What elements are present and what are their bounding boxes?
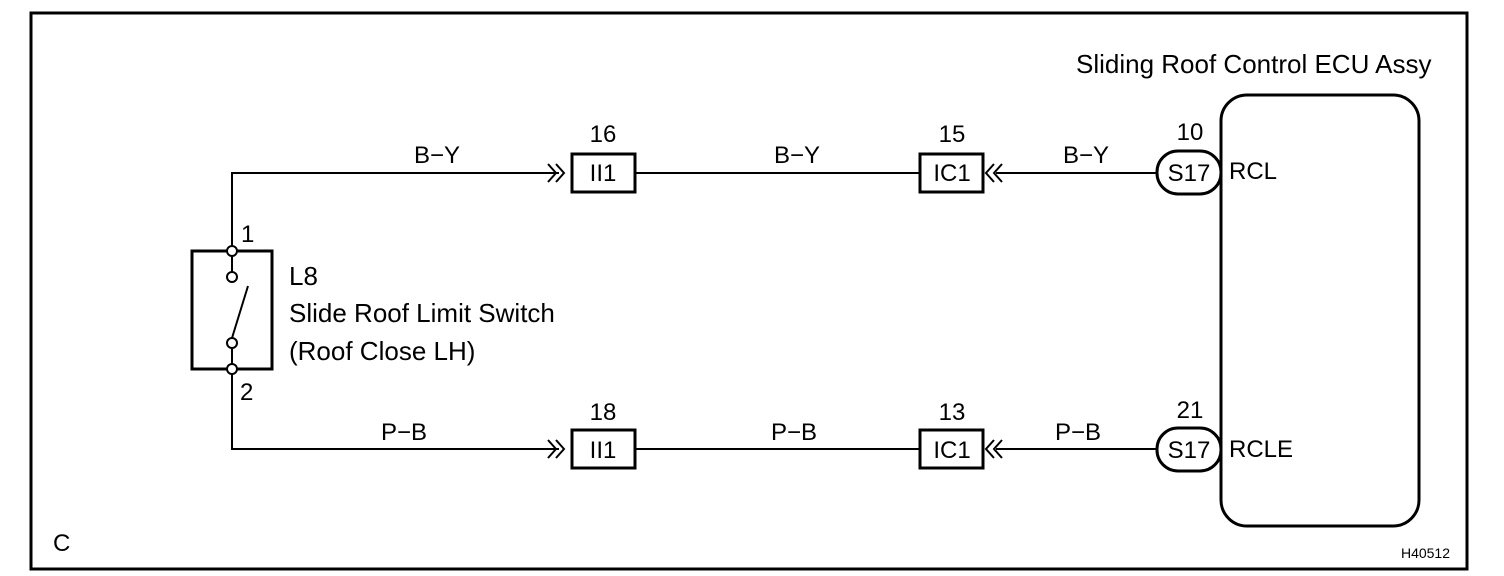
corner-label: C bbox=[53, 530, 70, 557]
switch-name: Slide Roof Limit Switch bbox=[289, 298, 555, 328]
figure-id: H40512 bbox=[1401, 545, 1450, 561]
switch-code: L8 bbox=[289, 261, 318, 291]
top-conn2-arrow-icon bbox=[984, 163, 1003, 183]
switch-pin2-terminal bbox=[226, 363, 238, 375]
bottom-wire-right-label: P−B bbox=[1055, 419, 1101, 446]
top-ecu-conn-name: S17 bbox=[1168, 160, 1211, 187]
ecu-title: Sliding Roof Control ECU Assy bbox=[1076, 49, 1431, 79]
switch-sub: (Roof Close LH) bbox=[289, 336, 475, 366]
switch-contact-icon bbox=[226, 256, 249, 365]
bottom-ecu-pin: 21 bbox=[1177, 397, 1204, 424]
bottom-wire-left-label: P−B bbox=[381, 419, 427, 446]
bottom-conn1-box bbox=[570, 428, 637, 470]
top-conn1-arrow-icon bbox=[547, 163, 566, 183]
top-ecu-connector bbox=[1155, 149, 1223, 196]
wire-top-left bbox=[231, 172, 559, 248]
top-ecu-terminal: RCL bbox=[1229, 158, 1277, 185]
diagram-frame bbox=[29, 11, 1469, 571]
bottom-conn2-box bbox=[918, 428, 985, 470]
bottom-wire-mid-label: P−B bbox=[771, 419, 817, 446]
bottom-ecu-connector bbox=[1155, 426, 1223, 473]
top-conn2-box bbox=[918, 152, 985, 194]
bottom-conn2-pin: 13 bbox=[939, 399, 966, 426]
ecu-box bbox=[1219, 93, 1421, 528]
top-conn1-pin: 16 bbox=[590, 121, 617, 148]
bottom-ecu-conn-name: S17 bbox=[1168, 437, 1211, 464]
switch-pin1-terminal bbox=[226, 245, 238, 257]
top-wire-right-label: B−Y bbox=[1063, 142, 1109, 169]
bottom-conn2-arrow-icon bbox=[984, 439, 1003, 459]
top-conn1-name: II1 bbox=[590, 160, 617, 187]
top-conn2-pin: 15 bbox=[939, 121, 966, 148]
bottom-ecu-terminal: RCLE bbox=[1229, 436, 1293, 463]
top-conn1-box bbox=[570, 152, 637, 194]
bottom-conn1-name: II1 bbox=[590, 437, 617, 464]
top-conn2-name: IC1 bbox=[933, 160, 970, 187]
top-wire-mid-label: B−Y bbox=[774, 142, 820, 169]
wire-bottom-left bbox=[231, 372, 559, 450]
switch-pin-bottom: 2 bbox=[240, 379, 253, 406]
top-wire-left-label: B−Y bbox=[414, 142, 460, 169]
bottom-conn2-name: IC1 bbox=[933, 437, 970, 464]
top-ecu-pin: 10 bbox=[1177, 119, 1204, 146]
bottom-conn1-pin: 18 bbox=[590, 399, 617, 426]
switch-pin-top: 1 bbox=[241, 221, 254, 248]
bottom-conn1-arrow-icon bbox=[547, 439, 566, 459]
